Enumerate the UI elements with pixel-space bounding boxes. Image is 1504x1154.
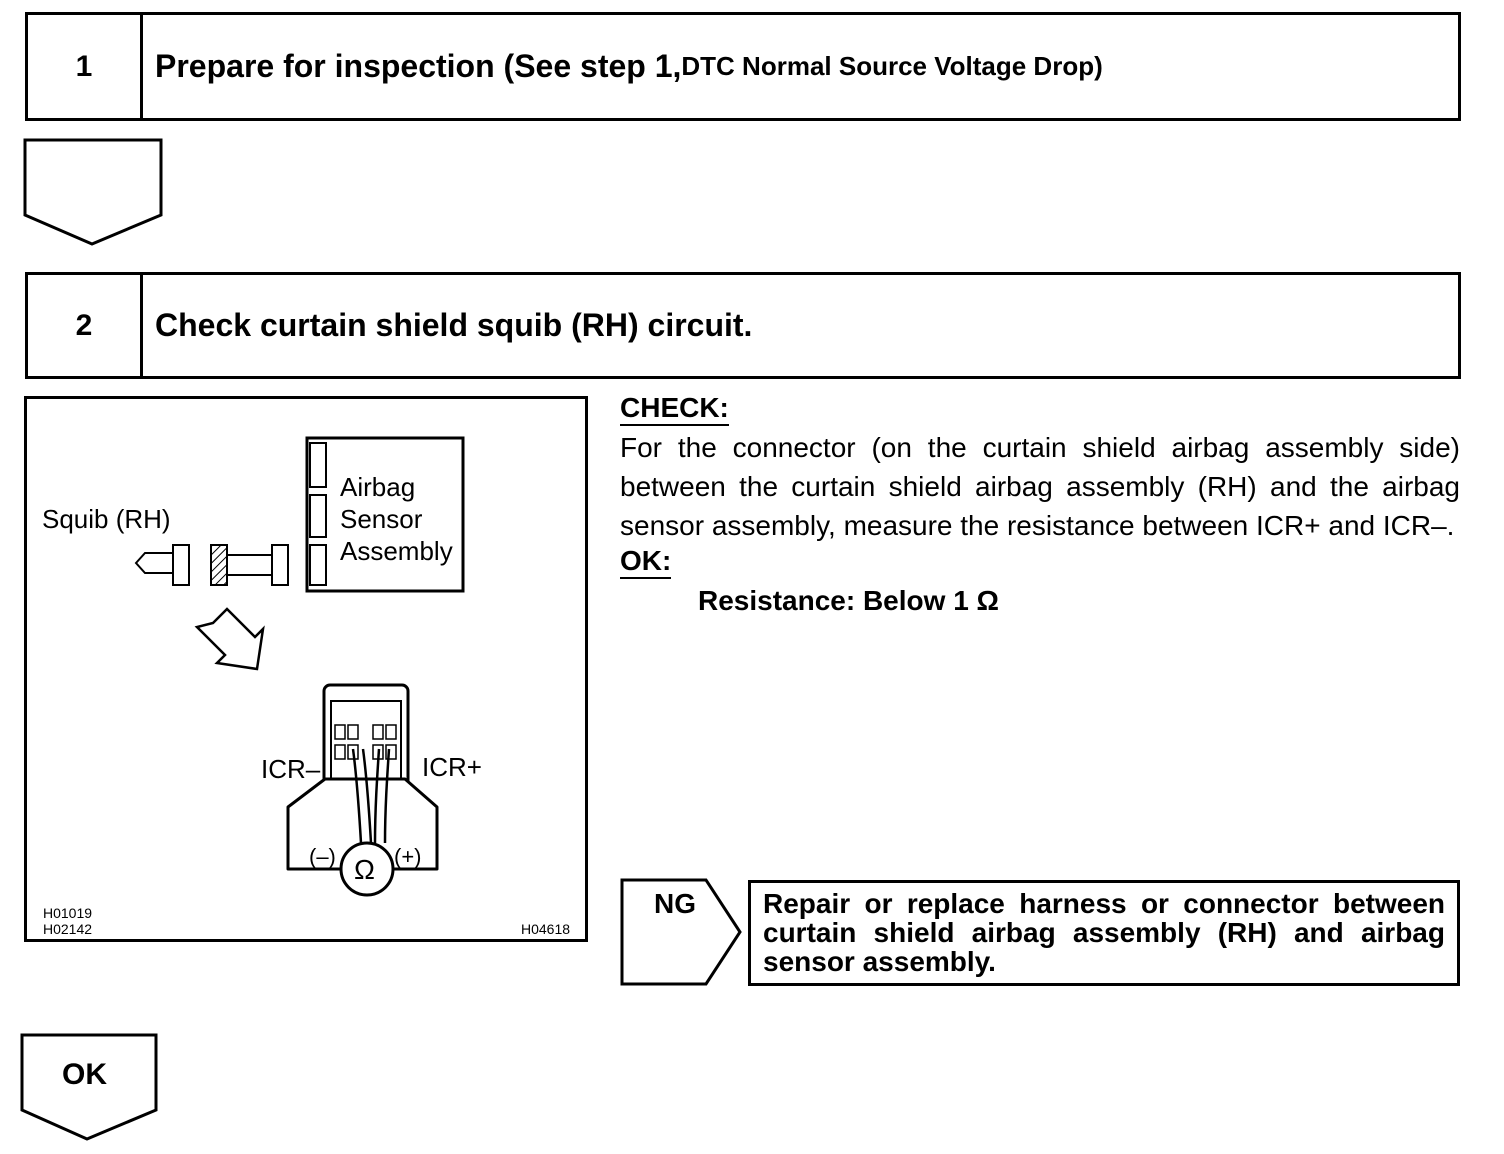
step-1-title-ref: DTC Normal Source Voltage Drop): [681, 51, 1103, 81]
step-1-box: 1 Prepare for inspection (See step 1, DT…: [25, 12, 1461, 121]
step-2-number: 2: [28, 275, 143, 376]
ok-arrow-icon: [20, 1033, 158, 1141]
circuit-figure: Squib (RH) Airbag Sensor Assembly ICR– I…: [24, 396, 588, 942]
sensor-label-line3: Assembly: [340, 536, 453, 566]
step-1-title: Prepare for inspection (See step 1, DTC …: [143, 15, 1103, 118]
check-section: CHECK: For the connector (on the curtain…: [620, 392, 1460, 619]
icr-minus-label: ICR–: [261, 754, 321, 784]
figure-code-2: H02142: [43, 921, 93, 937]
check-text: For the connector (on the curtain shield…: [620, 432, 1460, 541]
sensor-label-line1: Airbag: [340, 472, 416, 502]
sensor-label-line2: Sensor: [340, 504, 423, 534]
step-2-box: 2 Check curtain shield squib (RH) circui…: [25, 272, 1461, 379]
step-2-title: Check curtain shield squib (RH) circuit.: [155, 307, 753, 343]
squib-label: Squib (RH): [42, 504, 171, 534]
probe-minus-label: (–): [309, 844, 336, 869]
ng-label: NG: [654, 888, 696, 919]
ok-label: OK: [62, 1058, 107, 1091]
check-heading: CHECK:: [620, 392, 729, 426]
figure-code-1: H01019: [43, 905, 93, 921]
icr-plus-label: ICR+: [422, 752, 482, 782]
ng-arrow-icon: [620, 878, 742, 986]
resistance-spec: Resistance: Below 1 Ω: [698, 585, 999, 616]
probe-plus-label: (+): [394, 844, 422, 869]
ohm-symbol: Ω: [354, 854, 375, 885]
step-1-number: 1: [28, 15, 143, 118]
down-arrow-icon: [23, 138, 163, 246]
ng-action-box: Repair or replace harness or connector b…: [748, 880, 1460, 986]
connector-diagram: [134, 436, 465, 897]
figure-code-3: H04618: [521, 921, 571, 937]
step-1-title-main: Prepare for inspection (See step 1,: [155, 48, 682, 84]
ok-heading: OK:: [620, 545, 672, 579]
